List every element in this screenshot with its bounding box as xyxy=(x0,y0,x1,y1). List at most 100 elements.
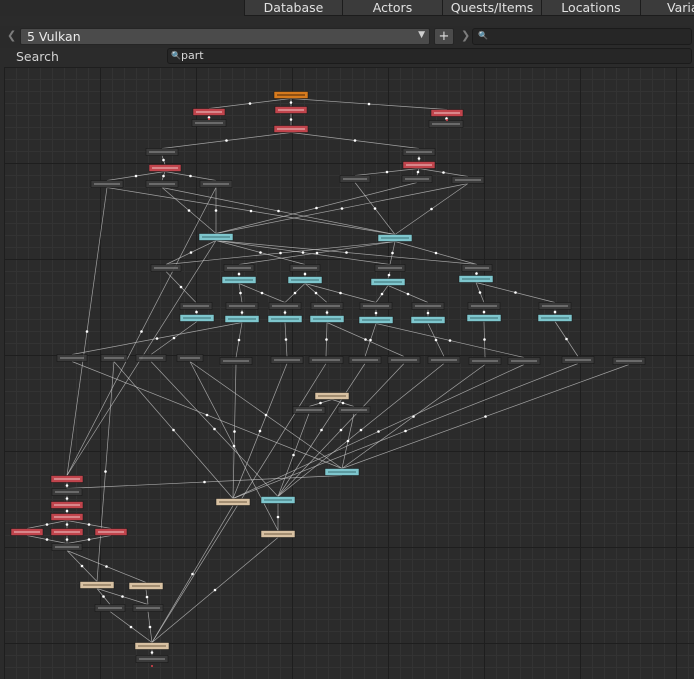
link-arrow xyxy=(369,338,372,342)
node-caption-placeholder xyxy=(470,317,498,319)
node-caption-placeholder xyxy=(83,584,111,586)
node-caption-placeholder xyxy=(472,360,498,362)
node-caption-placeholder xyxy=(229,305,255,307)
node-caption-placeholder xyxy=(391,359,417,361)
link-arrow xyxy=(258,429,262,433)
node-graph-canvas[interactable] xyxy=(4,67,694,679)
link-arrow xyxy=(233,430,236,433)
link-arrow xyxy=(277,209,280,213)
node-caption-placeholder xyxy=(616,360,642,362)
link-arrow xyxy=(325,338,328,341)
node-caption-placeholder xyxy=(54,516,80,518)
node-caption-placeholder xyxy=(462,278,490,280)
link-arrow xyxy=(367,102,371,106)
link-arrow xyxy=(339,291,342,295)
node-caption-placeholder xyxy=(154,267,178,269)
link-arrow xyxy=(417,157,421,160)
node-caption-placeholder xyxy=(55,546,79,548)
node-caption-placeholder xyxy=(455,179,481,181)
search-label: Search xyxy=(16,49,59,64)
node-caption-placeholder xyxy=(183,305,209,307)
node-caption-placeholder xyxy=(434,112,460,114)
link-arrow xyxy=(373,207,377,210)
link-arrow xyxy=(314,291,318,295)
node-caption-placeholder xyxy=(405,178,429,180)
link-arrow xyxy=(325,311,329,314)
link-arrow xyxy=(426,311,430,315)
node-caption-placeholder xyxy=(180,357,200,359)
node-caption-placeholder xyxy=(271,318,299,320)
node-caption-placeholder xyxy=(132,585,160,587)
node-caption-placeholder xyxy=(511,360,537,362)
tab-variables[interactable]: Varia xyxy=(640,0,694,16)
node-caption-placeholder xyxy=(225,279,253,281)
link-arrow xyxy=(249,209,253,213)
node-caption-placeholder xyxy=(264,533,292,535)
link-arrow xyxy=(279,251,282,255)
node-caption-placeholder xyxy=(431,359,457,361)
node-caption-placeholder xyxy=(277,128,305,130)
link-arrow xyxy=(213,588,217,592)
link-arrow xyxy=(187,209,191,212)
link-arrow xyxy=(65,484,69,487)
link-arrow xyxy=(213,427,216,431)
link-arrow xyxy=(284,338,288,341)
link-arrow xyxy=(232,444,236,448)
node-caption-placeholder xyxy=(149,183,175,185)
chevron-left-icon[interactable]: ❮ xyxy=(7,29,17,42)
tab-locations[interactable]: Locations xyxy=(541,0,640,16)
link-arrow xyxy=(374,311,378,315)
link-arrow xyxy=(434,251,438,255)
link-arrow xyxy=(248,102,252,105)
tab-database[interactable]: Database xyxy=(244,0,342,16)
link-arrow xyxy=(207,116,211,119)
node-caption-placeholder xyxy=(465,267,489,269)
node-marker xyxy=(151,665,153,667)
add-conversation-button[interactable]: + xyxy=(434,28,454,45)
link-arrow xyxy=(484,415,487,418)
node-caption-placeholder xyxy=(565,359,591,361)
link-arrow xyxy=(315,206,318,210)
link-arrow xyxy=(483,338,486,341)
node-caption-placeholder xyxy=(296,409,322,411)
link-arrow xyxy=(65,509,69,513)
link-arrow xyxy=(346,439,350,443)
node-caption-placeholder xyxy=(541,317,569,319)
link-arrow xyxy=(205,413,209,417)
tab-quests-items[interactable]: Quests/Items xyxy=(442,0,541,16)
link-arrow xyxy=(380,292,384,296)
link-arrow xyxy=(377,430,380,433)
link-arrow xyxy=(565,337,568,341)
link-arrow xyxy=(339,428,343,432)
link-arrow xyxy=(155,337,159,340)
node-caption-placeholder xyxy=(374,281,402,283)
conversation-dropdown[interactable]: 5 Vulkan ▼ xyxy=(20,28,430,45)
node-caption-placeholder xyxy=(202,236,230,238)
link-arrow xyxy=(385,170,389,174)
node-caption-placeholder xyxy=(138,645,166,647)
node-caption-placeholder xyxy=(219,501,247,503)
node-caption-placeholder xyxy=(471,305,497,307)
node-caption-placeholder xyxy=(196,111,222,113)
link-arrow xyxy=(289,101,293,104)
link-arrow xyxy=(553,310,557,314)
node-caption-placeholder xyxy=(223,360,249,362)
node-caption-placeholder xyxy=(313,318,341,320)
conversation-search-input[interactable]: 🔍 xyxy=(472,28,692,45)
link-arrow xyxy=(104,470,107,473)
node-caption-placeholder xyxy=(343,178,367,180)
tab-actors[interactable]: Actors xyxy=(342,0,442,16)
node-filter-input[interactable]: 🔍 part xyxy=(167,48,692,64)
link-arrow xyxy=(434,338,438,342)
node-caption-placeholder xyxy=(104,357,124,359)
link-arrow xyxy=(65,523,69,526)
link-arrow xyxy=(189,251,193,254)
link-arrow xyxy=(292,453,295,457)
node-caption-placeholder xyxy=(228,318,256,320)
chevron-right-icon[interactable]: ❯ xyxy=(461,29,471,42)
link-arrow xyxy=(475,272,478,275)
node-caption-placeholder xyxy=(293,267,317,269)
link-arrow xyxy=(45,523,49,526)
link-arrow xyxy=(293,291,297,295)
link-arrow xyxy=(482,310,486,314)
